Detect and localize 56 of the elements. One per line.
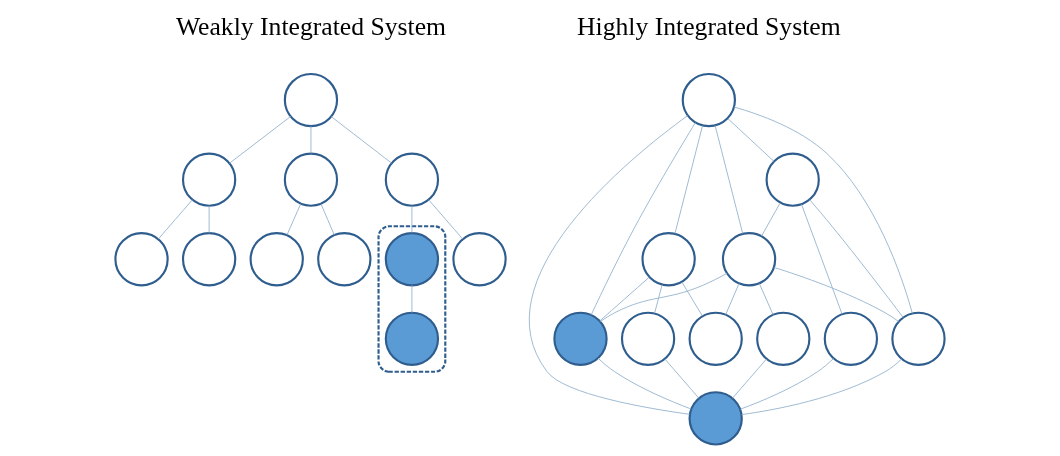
- connector: [320, 203, 335, 236]
- node-circle: [620, 311, 676, 366]
- connector: [310, 125, 312, 154]
- node-circle: [283, 152, 339, 207]
- connector: [286, 203, 302, 236]
- connector: [733, 106, 913, 314]
- connector: [732, 358, 767, 399]
- node-circle: [721, 232, 777, 287]
- connector: [681, 281, 703, 317]
- connector: [727, 118, 775, 162]
- connector: [773, 267, 900, 322]
- connector: [801, 204, 843, 315]
- connector: [809, 199, 904, 318]
- connector: [741, 358, 902, 416]
- connector: [739, 358, 834, 410]
- node-circle: [823, 311, 879, 366]
- node-circle: [384, 152, 440, 207]
- node-circle: [249, 232, 304, 287]
- node-circle: [641, 232, 696, 287]
- connector: [664, 358, 700, 399]
- node-circle: [756, 311, 811, 366]
- node-circle: [114, 232, 169, 287]
- cluster: [377, 225, 447, 373]
- connector: [599, 276, 650, 322]
- node-circle: [681, 72, 736, 128]
- node-circle: [384, 232, 440, 287]
- connector: [725, 283, 740, 316]
- connector: [411, 205, 413, 234]
- node-circle: [765, 152, 820, 207]
- connector: [758, 283, 774, 316]
- node-circle: [891, 311, 946, 366]
- connector: [428, 199, 464, 240]
- node-circle: [317, 232, 372, 287]
- connector: [528, 115, 691, 415]
- connector: [674, 125, 703, 235]
- connector: [208, 205, 210, 234]
- connector: [590, 122, 696, 316]
- node-circle: [181, 232, 237, 287]
- node-circle: [384, 311, 440, 366]
- connector: [229, 116, 291, 164]
- connector: [157, 199, 193, 240]
- connector: [597, 357, 692, 410]
- label: Weakly Integrated System: [175, 12, 446, 42]
- node-circle: [283, 72, 339, 128]
- connector: [411, 284, 413, 313]
- connector: [714, 125, 744, 235]
- connector: [654, 284, 663, 314]
- connector: [761, 202, 781, 237]
- connector: [330, 116, 392, 164]
- node-circle: [688, 311, 743, 366]
- node-circle: [452, 232, 507, 287]
- node-circle: [553, 311, 608, 366]
- connector: [599, 272, 728, 322]
- node-circle: [181, 152, 237, 207]
- node-circle: [688, 391, 743, 446]
- label: Highly Integrated System: [577, 12, 841, 42]
